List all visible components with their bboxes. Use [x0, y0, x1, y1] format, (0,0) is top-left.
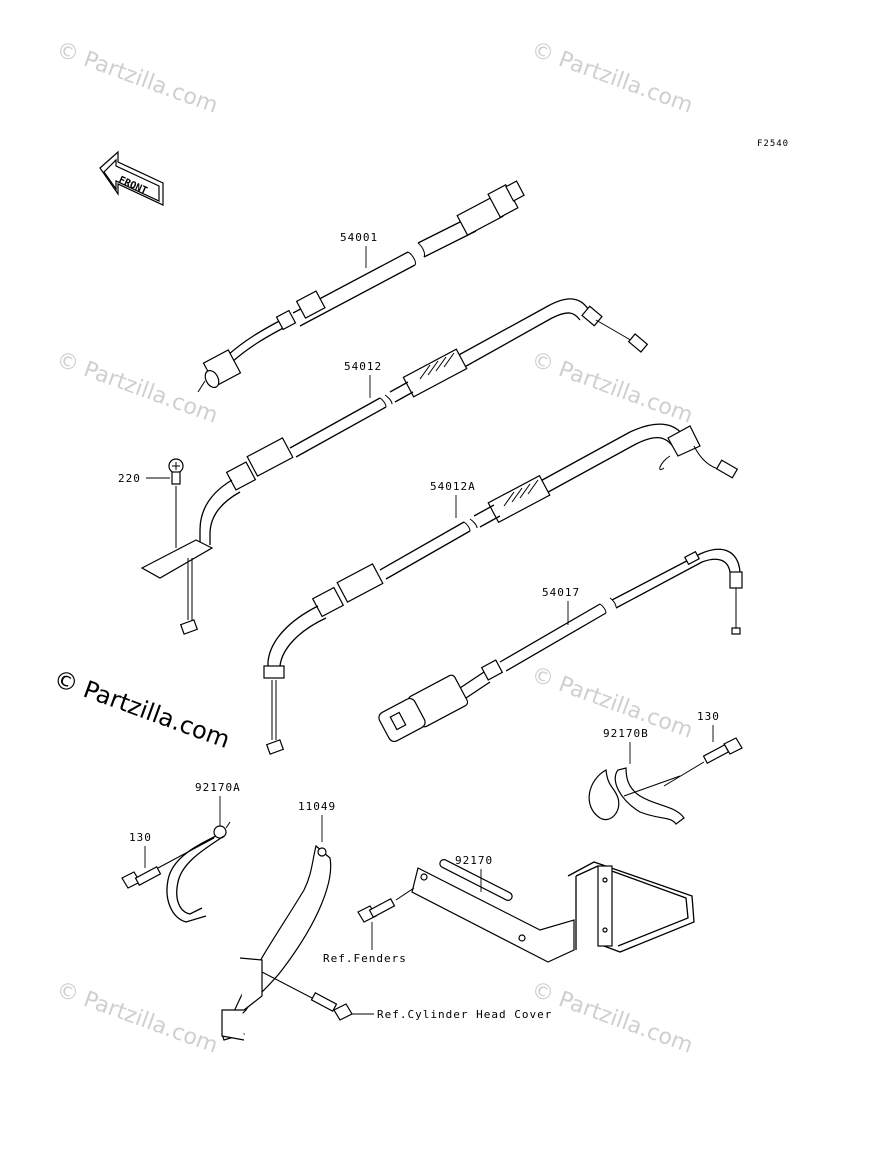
label-ref-fenders: Ref.Fenders: [323, 922, 407, 965]
part-number-54001: 54001: [340, 231, 378, 244]
main-watermark: © Partzilla.com: [50, 664, 234, 754]
screw-220: [168, 458, 184, 548]
part-number-130-right: 130: [697, 710, 720, 723]
bracket-92170b: [588, 767, 685, 825]
watermark: © Partzilla.com: [53, 347, 221, 429]
label-54017: 54017: [542, 586, 580, 625]
label-220: 220: [118, 472, 170, 485]
bolt-130-left: [121, 837, 215, 889]
throttle-cable-54012a: [263, 423, 739, 755]
part-number-220: 220: [118, 472, 141, 485]
choke-cable-54017: [378, 548, 743, 743]
bracket-92170: [411, 859, 695, 963]
bracket-92170a: [166, 821, 231, 923]
ref-fenders: Ref.Fenders: [323, 952, 407, 965]
part-number-54012: 54012: [344, 360, 382, 373]
label-92170a: 92170A: [195, 781, 241, 826]
ref-cylinder-head-cover: Ref.Cylinder Head Cover: [377, 1008, 552, 1021]
label-130-left: 130: [129, 831, 152, 868]
label-54001: 54001: [340, 231, 378, 268]
label-ref-cylinder-head-cover: Ref.Cylinder Head Cover: [352, 1008, 552, 1021]
label-11049: 11049: [298, 800, 336, 842]
part-number-11049: 11049: [298, 800, 336, 813]
watermark: © Partzilla.com: [528, 37, 696, 119]
part-number-92170a: 92170A: [195, 781, 241, 794]
speedometer-cable: [197, 180, 525, 393]
front-arrow-icon: FRONT: [99, 150, 164, 206]
bolt-130-right: [663, 737, 743, 787]
watermark: © Partzilla.com: [528, 977, 696, 1059]
label-130-right: 130: [697, 710, 720, 742]
label-54012a: 54012A: [430, 480, 476, 518]
bolt-cylinder-head-cover: [261, 971, 353, 1021]
diagram-code: F2540: [757, 139, 789, 149]
bolt-fenders: [357, 887, 415, 923]
throttle-cable-54012: [140, 298, 649, 635]
label-92170: 92170: [455, 854, 493, 892]
watermark: © Partzilla.com: [53, 977, 221, 1059]
part-number-92170b: 92170B: [603, 727, 649, 740]
label-92170b: 92170B: [603, 727, 649, 764]
watermark: © Partzilla.com: [53, 37, 221, 119]
part-number-54017: 54017: [542, 586, 580, 599]
watermark: © Partzilla.com: [528, 347, 696, 429]
part-number-130-left: 130: [129, 831, 152, 844]
part-number-54012a: 54012A: [430, 480, 476, 493]
holder-11049: [221, 844, 332, 1041]
label-54012: 54012: [344, 360, 382, 398]
part-number-92170: 92170: [455, 854, 493, 867]
